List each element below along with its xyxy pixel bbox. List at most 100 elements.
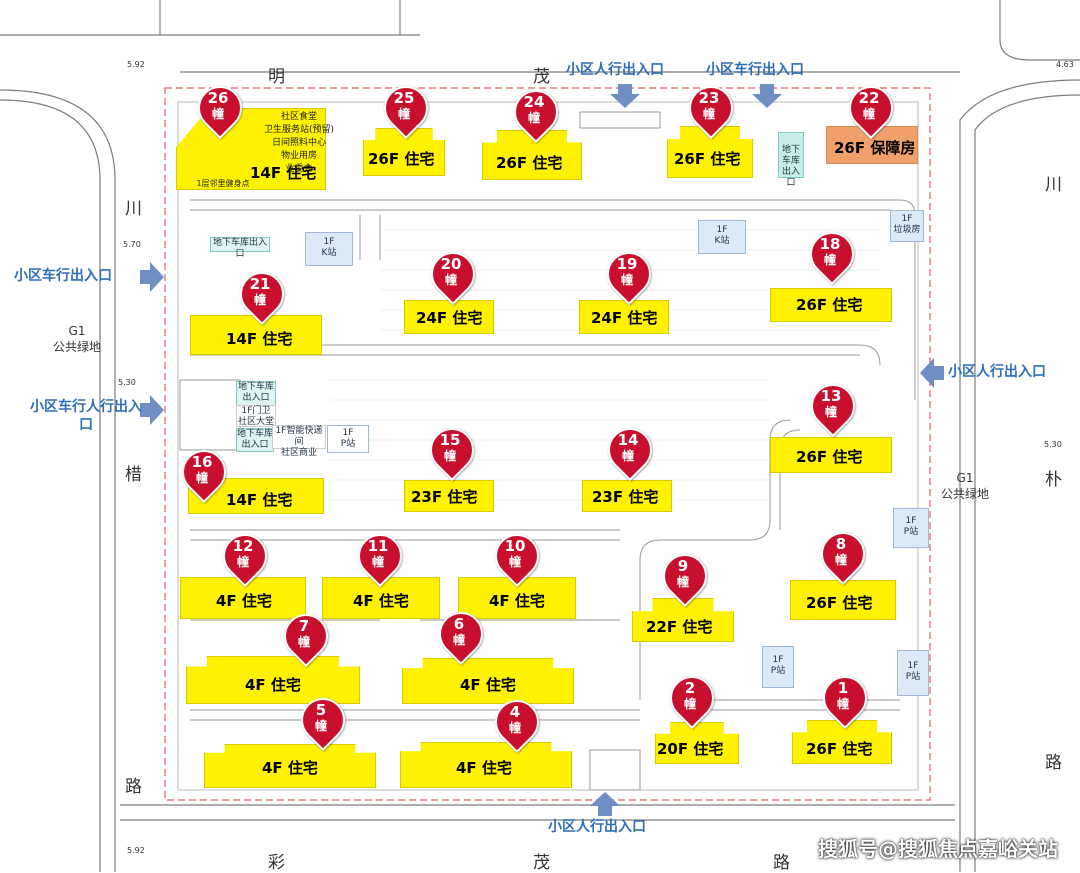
building-5-footprint[interactable] — [204, 744, 376, 788]
garage-entrance-ne[interactable]: 地下车库出入口 — [778, 132, 804, 188]
building-13-footprint[interactable] — [770, 437, 892, 473]
garage-entrance-nw[interactable]: 地下车库出入口 — [210, 237, 270, 259]
elevation-label: 5.70 — [123, 240, 141, 249]
building-6-footprint[interactable] — [402, 658, 574, 704]
building-26-type: 14F 住宅 — [250, 164, 317, 182]
road-north-char: 茂 — [533, 67, 550, 87]
building-1-footprint[interactable] — [792, 720, 892, 764]
building-11-type: 4F 住宅 — [353, 592, 409, 610]
road-south-char: 彩 — [268, 853, 285, 873]
building-12-type: 4F 住宅 — [216, 592, 272, 610]
road-west-char: 棤 — [125, 465, 142, 485]
road-east-char: 川 — [1045, 175, 1062, 195]
building-5-type: 4F 住宅 — [262, 759, 318, 777]
watermark: 搜狐号@搜狐焦点嘉峪关站 — [818, 837, 1058, 861]
entrance-south-pedestrian[interactable]: 小区人行出入口 — [548, 819, 646, 835]
building-6-type: 4F 住宅 — [460, 676, 516, 694]
entrance-east-pedestrian[interactable]: 小区人行出入口 — [948, 364, 1046, 380]
green-space-label-east: G1 公共绿地 — [940, 471, 989, 501]
road-north-char: 明 — [268, 67, 285, 87]
entrance-west-vehicle[interactable]: 小区车行出入口 — [14, 268, 112, 284]
elevation-label: 4.63 — [1056, 60, 1074, 69]
express-room-commercial[interactable]: 1F智能快递间社区商业 — [272, 425, 326, 458]
building-18-footprint[interactable] — [770, 288, 892, 322]
building-20-footprint[interactable] — [404, 300, 494, 334]
building-10-type: 4F 住宅 — [489, 592, 545, 610]
building-14-type: 23F 住宅 — [592, 488, 659, 506]
garage-entrance-west[interactable]: 地下车库出入口 — [236, 381, 276, 407]
entrance-north-vehicle[interactable]: 小区车行出入口 — [706, 62, 804, 78]
gatehouse-lobby[interactable]: 1F门卫社区大堂 — [236, 405, 276, 427]
building-20-type: 24F 住宅 — [416, 309, 483, 327]
building-8-type: 26F 住宅 — [806, 594, 873, 612]
entrance-west-mixed[interactable]: 小区车行人行出入口 — [30, 399, 142, 433]
building-4-footprint[interactable] — [400, 742, 572, 788]
building-25-type: 26F 住宅 — [368, 150, 435, 168]
road-south-char: 茂 — [533, 853, 550, 873]
building-26-gym: 1层邻里健身点 — [196, 179, 250, 188]
road-east-char: 路 — [1045, 753, 1062, 773]
building-15-type: 23F 住宅 — [411, 488, 478, 506]
green-space-label-west: G1 公共绿地 — [52, 324, 101, 354]
building-21-type: 14F 住宅 — [226, 330, 293, 348]
garage-entrance-west-2[interactable]: 地下车库出入口 — [236, 428, 274, 452]
building-15-footprint[interactable] — [404, 480, 494, 512]
elevation-label: 5.92 — [127, 60, 145, 69]
elevation-label: 5.30 — [118, 378, 136, 387]
building-14-footprint[interactable] — [582, 480, 672, 512]
building-8-footprint[interactable] — [790, 580, 896, 620]
building-7-footprint[interactable] — [186, 656, 360, 704]
building-2-type: 20F 住宅 — [657, 740, 724, 758]
elevation-label: 5.30 — [1044, 440, 1062, 449]
building-23-type: 26F 住宅 — [674, 150, 741, 168]
building-21-footprint[interactable] — [190, 315, 322, 355]
building-19-footprint[interactable] — [579, 300, 669, 334]
building-26-footprint[interactable] — [176, 108, 326, 190]
building-4-type: 4F 住宅 — [456, 759, 512, 777]
building-18-type: 26F 住宅 — [796, 296, 863, 314]
building-16-type: 14F 住宅 — [226, 491, 293, 509]
building-19-type: 24F 住宅 — [591, 309, 658, 327]
building-24-type: 26F 住宅 — [496, 154, 563, 172]
road-west-char: 路 — [125, 777, 142, 797]
building-22-type: 26F 保障房 — [834, 139, 916, 157]
building-26-amenities: 社区食堂卫生服务站(预留)日间照料中心物业用房业委会 — [263, 112, 335, 174]
building-7-type: 4F 住宅 — [245, 676, 301, 694]
road-west-char: 川 — [125, 199, 142, 219]
road-east-char: 朴 — [1045, 470, 1062, 490]
road-south-char: 路 — [773, 853, 790, 873]
entrance-north-pedestrian[interactable]: 小区人行出入口 — [566, 62, 664, 78]
elevation-label: 5.92 — [127, 846, 145, 855]
building-13-type: 26F 住宅 — [796, 448, 863, 466]
building-9-type: 22F 住宅 — [646, 618, 713, 636]
